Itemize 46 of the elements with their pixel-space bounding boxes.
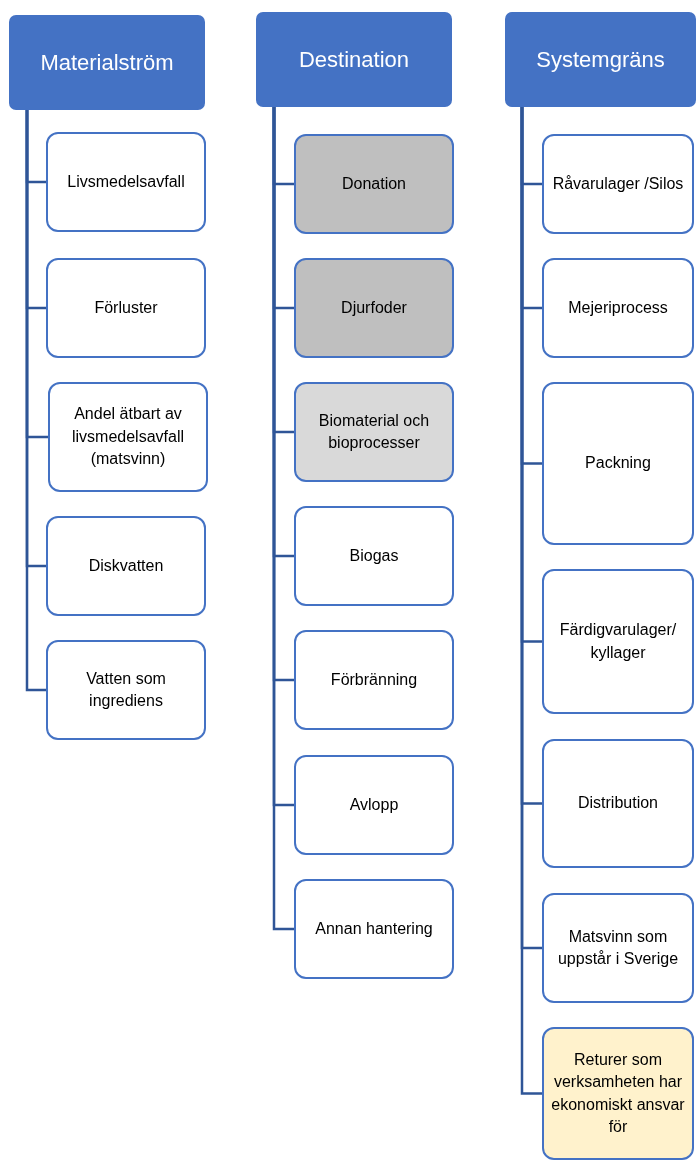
item-box — [46, 258, 206, 358]
item-text: Andel ätbart av livsmedelsavfall (matsvinn) — [70, 404, 185, 470]
item-text: Livsmedelsavfall — [67, 171, 185, 192]
item-box — [294, 879, 454, 979]
item-box — [294, 258, 454, 358]
item-box — [542, 739, 694, 868]
item-box — [294, 134, 454, 234]
item-box — [46, 640, 206, 740]
item-text: Mejeriprocess — [568, 297, 668, 318]
item-text: Biomaterial och bioprocesser — [317, 410, 431, 453]
item-text: Distribution — [578, 793, 658, 814]
item-text: Djurfoder — [341, 297, 407, 318]
connector-line — [25, 110, 46, 692]
item-text: Färdigvarulager/ kyllager — [558, 620, 678, 663]
header-box — [9, 15, 205, 110]
item-text: Biogas — [349, 545, 399, 566]
item-text: Avlopp — [349, 794, 399, 815]
item-text: Donation — [341, 173, 406, 194]
item-box — [542, 382, 694, 545]
header-box — [505, 12, 696, 107]
item-text: Diskvatten — [88, 555, 164, 576]
item-box — [294, 755, 454, 855]
item-box — [294, 506, 454, 606]
item-box — [542, 1027, 694, 1160]
item-box — [542, 893, 694, 1003]
item-box — [48, 382, 208, 492]
item-box — [46, 516, 206, 616]
item-text: Packning — [585, 453, 651, 474]
item-text: Matsvinn som uppstår i Sverige — [556, 926, 680, 969]
item-text: Förbränning — [330, 669, 418, 690]
connector-line — [272, 107, 294, 931]
item-box — [294, 630, 454, 730]
item-box — [542, 258, 694, 358]
item-box — [542, 134, 694, 234]
header-box — [256, 12, 452, 107]
item-text: Råvarulager /Silos — [552, 173, 684, 194]
item-text: Förluster — [94, 297, 158, 318]
item-text: Returer som verksamheten har ekonomiskt ansvar för — [550, 1049, 686, 1137]
item-box — [542, 569, 694, 714]
item-box — [294, 382, 454, 482]
header-text: Systemgräns — [536, 46, 665, 73]
item-box — [46, 132, 206, 232]
item-text: Annan hantering — [315, 918, 433, 939]
header-text: Materialström — [40, 49, 174, 76]
item-text: Vatten som ingrediens — [85, 668, 167, 711]
header-text: Destination — [298, 46, 410, 73]
